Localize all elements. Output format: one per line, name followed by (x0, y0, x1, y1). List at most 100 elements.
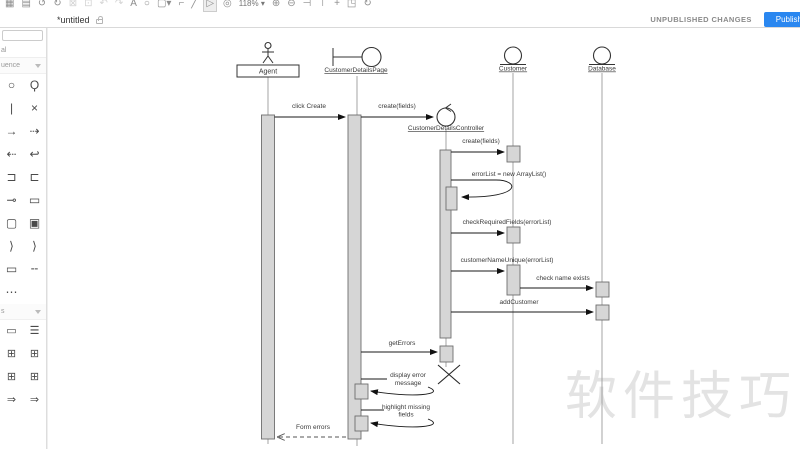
message-click-create[interactable]: click Create (274, 103, 346, 120)
svg-text:display error: display error (390, 372, 427, 379)
zoom-select[interactable]: 118% ▾ (238, 0, 265, 8)
toolbar-icons: ▦ ▤ ↺ ↻ ⊠ ⊡ ↶ ↷ A ○ ▢▾ ⌐ ╱ ▷ ◎ 118% ▾ ⊕ ⊖ ⊣ ⊤ + ◳ ↻ (0, 0, 800, 12)
ellipse-tool-icon[interactable]: ○ (143, 0, 150, 9)
activation-arrow-alt-shape[interactable]: ⊏ (29, 170, 40, 184)
activation-page-displayerror[interactable] (354, 383, 369, 400)
insert-image-icon[interactable]: ▦ (5, 0, 15, 9)
insert-chart-icon[interactable]: ▤ (21, 0, 31, 9)
participant-agent[interactable]: Agent (236, 41, 300, 78)
palette-group-general[interactable]: al (0, 44, 46, 58)
destroy-x-shape[interactable]: × (30, 101, 38, 115)
fragment-alt-shape[interactable]: ▣ (28, 216, 41, 230)
message-errorlist-self[interactable]: errorList = new ArrayList() (451, 171, 547, 201)
align-left-icon[interactable]: ⊣ (302, 0, 312, 9)
message-addcustomer[interactable]: addCustomer (451, 299, 594, 315)
activation-controller[interactable] (439, 149, 452, 339)
table-shape[interactable]: ☰ (29, 325, 40, 337)
message-form-errors[interactable]: Form errors (278, 424, 346, 437)
activation-database-checkname[interactable] (595, 281, 610, 298)
connector-tool-icon[interactable]: ⌐ (178, 0, 185, 9)
svg-text:checkRequiredFields(errorList): checkRequiredFields(errorList) (463, 219, 552, 226)
align-top-icon[interactable]: ⊤ (318, 0, 328, 9)
palette-section-tables[interactable]: s (0, 304, 46, 320)
class-shape[interactable]: ⊞ (6, 348, 17, 360)
dots-shape[interactable]: ⋯ (5, 285, 18, 299)
copy-icon[interactable]: ⊡ (84, 0, 93, 9)
zoom-in-icon[interactable]: ⊕ (271, 0, 281, 9)
redo-icon[interactable]: ↷ (114, 0, 124, 9)
shape-tool-icon[interactable]: ▢▾ (156, 0, 172, 9)
rect-shape[interactable]: ▭ (6, 325, 17, 337)
participant-customerdetailscontroller[interactable]: CustomerDetailsController (408, 103, 485, 132)
dashed-line-shape[interactable]: ╌ (30, 262, 39, 276)
select-tool-icon[interactable]: ▷ (203, 0, 217, 12)
message-create-fields-customer[interactable]: create(fields) (451, 138, 505, 155)
activation-shape[interactable]: | (9, 101, 14, 115)
message-geterrors[interactable]: getErrors (361, 340, 438, 355)
message-highlight-missing[interactable]: highlight missing fields (361, 404, 434, 428)
svg-text:addCustomer: addCustomer (499, 299, 539, 306)
destroy-x[interactable] (437, 364, 461, 385)
participant-customer[interactable]: Customer (499, 46, 528, 73)
text-tool-icon[interactable]: A (130, 0, 137, 9)
activation-customer-create[interactable] (506, 145, 521, 163)
frame-shape[interactable]: ▭ (28, 193, 41, 207)
message-checkrequiredfields[interactable]: checkRequiredFields(errorList) (451, 219, 552, 236)
bracket-alt-shape[interactable]: ⟩ (32, 239, 37, 253)
line-tool-icon[interactable]: ╱ (191, 0, 198, 9)
unpublished-changes-status: UNPUBLISHED CHANGES (650, 15, 752, 24)
share-icon[interactable]: ↻ (363, 0, 372, 9)
activation-controller-geterrors[interactable] (439, 345, 454, 363)
zoom-out-icon[interactable]: ⊖ (287, 0, 296, 9)
message-display-error[interactable]: display error message (361, 372, 434, 396)
participant-database[interactable]: Database (588, 46, 616, 73)
circle-shape[interactable]: ○ (7, 78, 16, 92)
message-create-fields-page[interactable]: create(fields) (361, 103, 434, 120)
svg-text:errorList = new ArrayList(): errorList = new ArrayList() (472, 171, 547, 178)
activation-database-addcustomer[interactable] (595, 304, 610, 321)
palette-section-sequence[interactable]: uence (0, 58, 46, 74)
activation-agent[interactable] (261, 114, 275, 440)
section-label: s (1, 308, 5, 315)
activation-page[interactable] (347, 114, 362, 440)
note-shape[interactable]: ▭ (5, 262, 18, 276)
participant-customerdetailspage[interactable]: CustomerDetailsPage (324, 46, 388, 75)
shape-search-input[interactable] (2, 30, 43, 41)
activation-arrow-shape[interactable]: ⊐ (6, 170, 17, 184)
layout-icon[interactable]: ◳ (346, 0, 357, 9)
found-message-shape[interactable]: ⊸ (6, 193, 17, 207)
activation-customer-checkrequired[interactable] (506, 226, 521, 244)
self-message-shape[interactable]: ↩ (29, 147, 40, 161)
message-check-name-exists[interactable]: check name exists (520, 275, 594, 291)
lifeline-shape[interactable]: Ϙ (29, 78, 40, 92)
chevron-down-icon[interactable] (35, 63, 41, 68)
refresh-icon[interactable]: ↻ (53, 0, 62, 9)
message-customernameunique[interactable]: customerNameUnique(errorList) (451, 257, 553, 274)
lock-icon[interactable] (95, 15, 103, 24)
activation-controller-self[interactable] (445, 186, 458, 211)
undo-icon[interactable]: ↶ (99, 0, 108, 9)
activation-customer-nameunique[interactable] (506, 264, 521, 296)
class-alt-shape[interactable]: ⊞ (29, 348, 40, 360)
async-arrow-shape[interactable]: ⇢ (29, 124, 40, 138)
revision-history-icon[interactable]: ↺ (37, 0, 47, 9)
sync-arrow-shape[interactable]: → (5, 124, 18, 138)
pan-tool-icon[interactable]: ◎ (223, 0, 232, 9)
cut-icon[interactable]: ⊠ (68, 0, 78, 9)
svg-text:create(fields): create(fields) (378, 103, 416, 110)
small-table-alt-shape[interactable]: ⊞ (29, 371, 40, 383)
activation-page-highlight[interactable] (354, 415, 369, 432)
svg-text:CustomerDetailsController: CustomerDetailsController (408, 125, 485, 132)
svg-text:message: message (395, 380, 422, 387)
add-icon[interactable]: + (334, 0, 340, 9)
fragment-shape[interactable]: ▢ (5, 216, 18, 230)
bracket-shape[interactable]: ⟩ (9, 239, 14, 253)
return-arrow-shape[interactable]: ⇠ (6, 147, 17, 161)
publish-button[interactable]: Publish (763, 12, 800, 27)
svg-text:getErrors: getErrors (389, 340, 416, 347)
block-arrow-shape[interactable]: ⇒ (6, 394, 17, 406)
diagram-canvas[interactable]: 软件技巧 (47, 28, 800, 449)
block-arrow-alt-shape[interactable]: ⇒ (29, 394, 40, 406)
chevron-down-icon[interactable] (35, 309, 41, 314)
small-table-shape[interactable]: ⊞ (6, 371, 17, 383)
